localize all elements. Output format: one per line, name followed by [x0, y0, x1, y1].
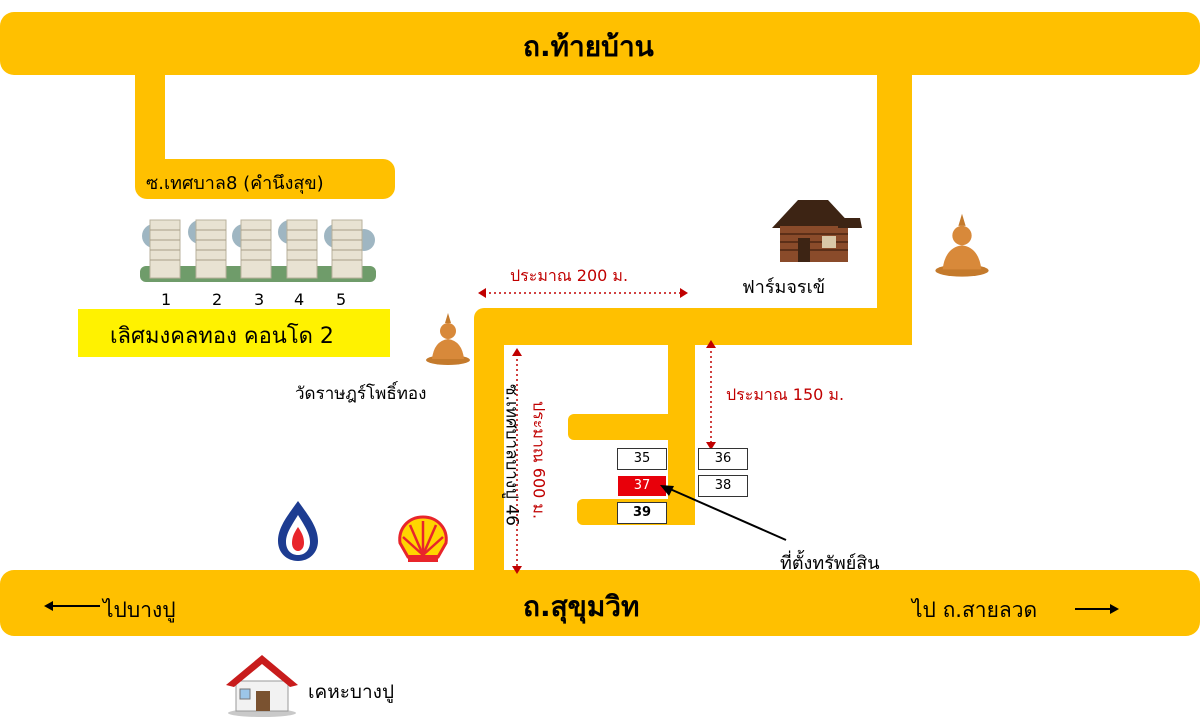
- road-sukhumvit: [0, 570, 1200, 636]
- road-soi-46: [474, 320, 504, 580]
- plot-37-highlighted: 37: [617, 475, 667, 497]
- direction-label-bang-pu: ไปบางปู: [103, 598, 176, 622]
- distance-marker-600: [512, 348, 522, 574]
- road-label-soi-tessaban-8: ซ.เทศบาล8 (คำนึงสุข): [146, 173, 324, 194]
- condo-number: 5: [336, 290, 347, 309]
- distance-label-200: ประมาณ 200 ม.: [510, 266, 629, 285]
- distance-label-600: ประมาณ 600 ม.: [529, 400, 549, 520]
- kheha-bang-pu-label: เคหะบางปู: [308, 681, 395, 703]
- road-soi-tessaban-8: [135, 159, 395, 199]
- condo-number: 4: [294, 290, 305, 309]
- road-label-tai-ban: ถ.ท้ายบ้าน: [523, 30, 654, 63]
- plot-35: 35: [617, 448, 667, 470]
- buddha-icon: [935, 213, 989, 277]
- condo-number: 3: [254, 290, 265, 309]
- condo-label-box: [78, 309, 390, 357]
- temple-label: วัดราษฎร์โพธิ์ทอง: [295, 384, 427, 404]
- buddha-icon: [426, 313, 470, 365]
- direction-label-sai-luat: ไป ถ.สายลวด: [912, 598, 1038, 622]
- farm-label: ฟาร์มจรเข้: [742, 277, 826, 298]
- road-middle-horizontal: [474, 308, 912, 345]
- road-right-vertical: [877, 60, 912, 345]
- condo-number: 2: [212, 290, 223, 309]
- condo-building-icon: [140, 219, 376, 282]
- property-location-label: ที่ตั้งทรัพย์สิน: [780, 553, 880, 574]
- pointer-arrow-icon: [660, 485, 787, 541]
- distance-marker-150: [706, 340, 716, 450]
- house-icon: [226, 655, 298, 717]
- plot-39: 39: [617, 502, 667, 524]
- farm-house-icon: [772, 200, 862, 262]
- condo-number: 1: [161, 290, 172, 309]
- shell-logo-icon: [398, 515, 448, 562]
- plot-38: 38: [698, 475, 748, 497]
- plot-36: 36: [698, 448, 748, 470]
- condo-label: เลิศมงคลทอง คอนโด 2: [110, 324, 334, 349]
- road-label-sukhumvit: ถ.สุขุมวิท: [523, 590, 640, 623]
- distance-label-150: ประมาณ 150 ม.: [726, 385, 845, 404]
- arrow-left-icon: [44, 601, 100, 611]
- road-left-connector: [135, 60, 165, 175]
- road-plot-spur-top: [568, 414, 695, 440]
- ptt-logo-icon: [278, 501, 318, 561]
- distance-marker-200: [478, 288, 688, 298]
- arrow-right-icon: [1075, 604, 1119, 614]
- road-tai-ban: [0, 12, 1200, 75]
